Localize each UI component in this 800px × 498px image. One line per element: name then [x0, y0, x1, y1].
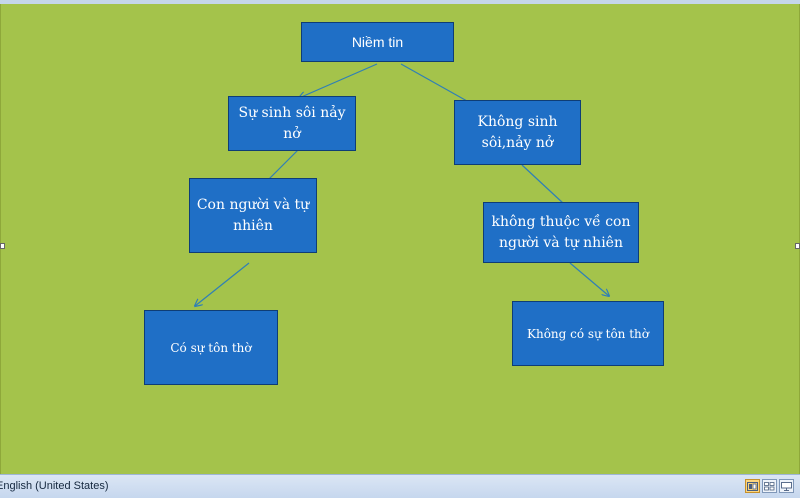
slide-show-view-icon: [781, 481, 792, 491]
node-left-1[interactable]: Sự sinh sôi nảy nở: [228, 96, 356, 151]
node-right-1[interactable]: Không sinh sôi,nảy nở: [454, 100, 581, 165]
node-right-2[interactable]: không thuộc về con người và tự nhiên: [483, 202, 639, 263]
connector-layer: [1, 63, 800, 474]
slide-show-view-button[interactable]: [779, 479, 794, 493]
left-resize-handle[interactable]: [0, 243, 5, 249]
node-right-3[interactable]: Không có sự tôn thờ: [512, 301, 664, 366]
node-left-1-label: Sự sinh sôi nảy nở: [238, 104, 346, 142]
view-buttons: [745, 479, 794, 493]
connector-root-to-right-1: [400, 63, 468, 102]
connector-right-1-to-right-2: [521, 164, 565, 205]
slide-sorter-view-icon: [764, 481, 775, 490]
node-left-3[interactable]: Có sự tôn thờ: [144, 310, 278, 385]
node-left-2[interactable]: Con người và tự nhiên: [189, 178, 317, 253]
node-root-label: Niềm tin: [351, 33, 404, 50]
connector-root-to-left-1: [299, 63, 378, 98]
window-top-strip: [0, 0, 800, 4]
node-right-1-label: Không sinh sôi,nảy nở: [477, 113, 558, 151]
slide-canvas[interactable]: Niềm tin Sự sinh sôi nảy nở Không sinh s…: [0, 4, 800, 474]
node-right-3-label: Không có sự tôn thờ: [527, 326, 649, 341]
normal-view-button[interactable]: [745, 479, 760, 493]
status-bar: English (United States): [0, 474, 800, 498]
connector-left-2-to-left-3: [195, 262, 250, 306]
slide-sorter-view-button[interactable]: [762, 479, 777, 493]
normal-view-icon: [747, 481, 758, 491]
connector-left-1-to-left-2: [268, 149, 299, 180]
connector-right-2-to-right-3: [569, 262, 609, 296]
node-root[interactable]: Niềm tin: [301, 22, 454, 62]
node-right-2-label: không thuộc về con người và tự nhiên: [491, 213, 631, 251]
node-left-3-label: Có sự tôn thờ: [170, 340, 252, 355]
node-left-2-label: Con người và tự nhiên: [196, 196, 310, 234]
language-indicator[interactable]: English (United States): [0, 480, 109, 492]
